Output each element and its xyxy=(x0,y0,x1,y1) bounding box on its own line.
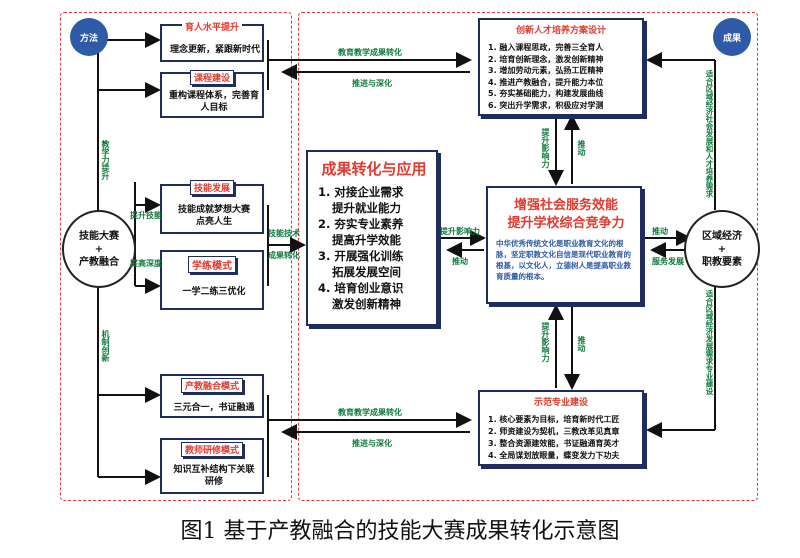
center-item: 3. 开展强化训练 xyxy=(318,249,404,263)
label-drive-2: 推动 xyxy=(577,140,586,156)
label-upgrade-power-3: 提升影响力 xyxy=(541,322,550,362)
center-item: 激发创新精神 xyxy=(332,297,401,311)
box-title: 产教融合模式 xyxy=(180,378,244,393)
label-improve-skill: 提升技能 xyxy=(130,211,162,220)
service-body: 中华优秀传统文化是职业教育文化的根脉，坚定职教文化自信是现代职业教育的根基，以文… xyxy=(496,239,631,281)
box-industry-education-mode: 产教融合模式 三元合一，书证融通 xyxy=(160,374,264,418)
box-body: 1. 融入课程思政，完善三全育人 2. 培育创新理念，激发创新精神 3. 增加劳… xyxy=(488,43,604,110)
center-item: 提升就业能力 xyxy=(332,201,401,215)
box-title: 创新人才培养方案设计 xyxy=(512,23,610,36)
box-title: 教师研修模式 xyxy=(180,442,244,457)
label-bottom-forward: 教育教学成果转化 xyxy=(338,408,402,417)
label-upgrade-power-2: 提升影响力 xyxy=(541,128,550,168)
label-teaching-power: 教学力提升 xyxy=(101,140,110,180)
center-list: 1. 对接企业需求 提升就业能力 2. 夯实专业素养 提高升学效能 3. 开展强… xyxy=(318,184,403,312)
label-right-upper: 适合区域经济社会发展和人才培养需求 xyxy=(705,70,714,198)
label-drive-3: 推动 xyxy=(577,336,586,352)
label-mechanism: 机制创新 xyxy=(101,330,110,362)
center-box-result-application: 成果转化与应用 1. 对接企业需求 提升就业能力 2. 夯实专业素养 提高升学效… xyxy=(306,150,438,326)
box-innovation-talent-plan: 创新人才培养方案设计 1. 融入课程思政，完善三全育人 2. 培育创新理念，激发… xyxy=(478,18,644,116)
box-title: 育人水平提升 xyxy=(181,20,243,33)
label-drive-1: 推动 xyxy=(452,257,468,266)
method-region xyxy=(60,12,292,501)
label-upgrade-power-1: 提升影响力 xyxy=(440,227,480,236)
center-title: 成果转化与应用 xyxy=(321,160,427,178)
service-title-2: 提升学校综合竞争力 xyxy=(507,216,625,231)
box-teacher-training-mode: 教师研修模式 知识互补结构下关联研修 xyxy=(160,438,264,494)
box-title: 学练模式 xyxy=(188,256,236,273)
center-item: 2. 夯实专业素养 xyxy=(318,217,404,231)
box-title: 课程建设 xyxy=(189,70,235,85)
center-item: 4. 培育创业意识 xyxy=(318,281,404,295)
label-top-forward: 教育教学成果转化 xyxy=(338,48,402,57)
label-bottom-back: 推进与深化 xyxy=(352,439,392,448)
box-body: 重构课程体系，完善育人目标 xyxy=(168,91,259,113)
skills-competition-node: 技能大赛 + 产教融合 xyxy=(62,210,136,288)
box-body: 三元合一，书证融通 xyxy=(173,403,255,413)
box-body: 知识互补结构下关联研修 xyxy=(173,465,255,487)
regional-economy-node: 区域经济 + 职教要素 xyxy=(684,210,760,288)
method-tag: 方法 xyxy=(70,18,108,56)
box-body: 一学二练三优化 xyxy=(182,287,246,297)
label-improve-depth: 提高深度 xyxy=(130,259,162,268)
box-title: 示范专业建设 xyxy=(530,395,592,408)
service-title-1: 增强社会服务效能 xyxy=(513,198,618,213)
box-learning-mode: 学练模式 一学二练三优化 xyxy=(160,250,264,310)
box-skill-development: 技能发展 技能成就梦想大赛点亮人生 xyxy=(160,180,264,234)
label-drive-4: 推动 xyxy=(652,227,668,236)
result-tag: 成果 xyxy=(713,18,751,56)
box-body: 技能成就梦想大赛点亮人生 xyxy=(178,205,251,227)
box-model-major-construction: 示范专业建设 1. 核心要素为目标，培育新时代工匠 2. 师资建设为契机，三教改… xyxy=(478,390,644,466)
label-right-lower: 适合区域经济发展需求专业建设 xyxy=(705,290,714,395)
box-curriculum: 课程建设 重构课程体系，完善育人目标 xyxy=(160,70,264,118)
box-body: 理念更新，紧跟新时代 xyxy=(169,45,260,55)
label-service: 服务发展 xyxy=(652,257,684,266)
box-body: 1. 核心要素为目标，培育新时代工匠 2. 师资建设为契机，三教改革见真章 3.… xyxy=(488,415,620,460)
box-education-level: 育人水平提升 理念更新，紧跟新时代 xyxy=(160,20,264,62)
box-social-service: 增强社会服务效能 提升学校综合竞争力 中华优秀传统文化是职业教育文化的根脉，坚定… xyxy=(486,186,642,304)
label-result-transform: 成果转化 xyxy=(268,251,300,260)
figure-caption: 图1 基于产教融合的技能大赛成果转化示意图 xyxy=(180,519,620,544)
center-item: 拓展发展空间 xyxy=(332,265,401,279)
box-title: 技能发展 xyxy=(189,180,235,195)
label-skill-tech: 技能技术 xyxy=(268,229,300,238)
center-item: 提高升学效能 xyxy=(332,233,401,247)
center-item: 1. 对接企业需求 xyxy=(318,185,404,199)
label-top-back: 推进与深化 xyxy=(352,79,392,88)
